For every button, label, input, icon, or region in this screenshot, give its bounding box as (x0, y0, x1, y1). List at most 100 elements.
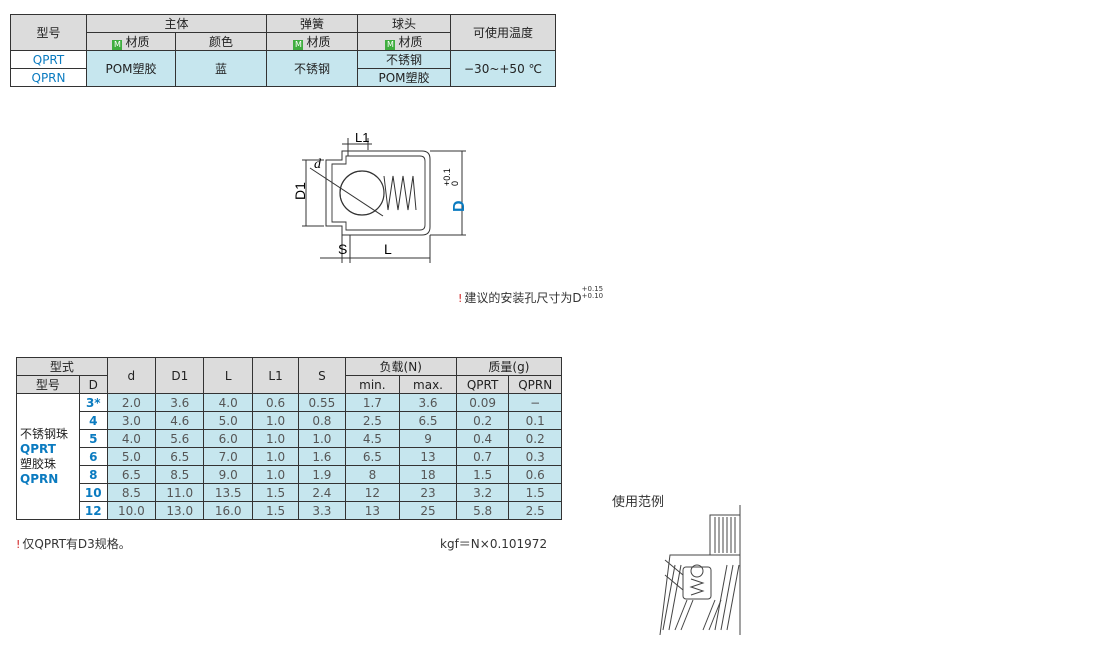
cell-l1: 0.6 (251, 393, 300, 412)
cell-l: 7.0 (203, 447, 253, 466)
dimension-table: 型式 d D1 L L1 S 负载(N) 质量(g) 型号 D min. max… (16, 357, 563, 520)
header-temp: 可使用温度 (450, 14, 556, 51)
header-max: max. (399, 375, 457, 394)
d-leader (309, 167, 384, 217)
header-body-color: 颜色 (175, 32, 267, 51)
label-d-tol-top: +0.1 (442, 168, 452, 186)
material-m-icon: M (385, 40, 396, 50)
cell-l: 9.0 (203, 465, 253, 484)
cell-qprn: 0.6 (508, 465, 562, 484)
header-big-d: D (78, 375, 108, 394)
body-color-value: 蓝 (175, 50, 267, 87)
cell-qprn: 1.5 (508, 483, 562, 502)
cell-l: 4.0 (203, 393, 253, 412)
header-l1: L1 (251, 357, 300, 394)
cell-max: 3.6 (399, 393, 457, 412)
material-m-icon: M (293, 40, 304, 50)
row-d: 6 (78, 447, 108, 466)
table-row: 4 3.0 4.6 5.0 1.0 0.8 2.5 6.5 0.2 0.1 (17, 411, 562, 430)
table-row: 不锈钢珠 QPRT 塑胶珠 QPRN 3* 2.0 3.6 4.0 0.6 0.… (16, 393, 562, 520)
row-d: 12 (78, 501, 108, 520)
cell-qprn: 2.5 (508, 501, 562, 520)
qprn-label: QPRN (20, 471, 59, 486)
cell-d: 5.0 (106, 447, 157, 466)
ball-hidden-arc (339, 170, 363, 216)
cell-s: 3.3 (298, 501, 346, 520)
cell-qprn: 0.3 (508, 447, 562, 466)
cell-l: 5.0 (203, 411, 253, 430)
plunger-body (682, 566, 712, 600)
usage-label: 使用范例 (612, 495, 665, 510)
label-d-small: d (314, 157, 322, 172)
body-material-value: POM塑胶 (86, 50, 176, 87)
material-label: 材质 (125, 35, 150, 49)
table-row: 6 5.0 6.5 7.0 1.0 1.6 6.5 13 0.7 0.3 (17, 447, 562, 466)
install-tol-top: +0.15 (581, 285, 604, 293)
table-row: 10 8.5 11.0 13.5 1.5 2.4 12 23 3.2 1.5 (17, 483, 562, 502)
row-d: 5 (78, 429, 108, 448)
cell-d1: 3.6 (155, 393, 205, 412)
cell-max: 6.5 (399, 411, 457, 430)
install-note: !建议的安装孔尺寸为D+0.15+0.10 (458, 286, 603, 306)
cell-qprn: 0.1 (508, 411, 562, 430)
cell-d: 3.0 (106, 411, 157, 430)
header-ball: 球头 (357, 14, 451, 33)
cell-l: 13.5 (203, 483, 253, 502)
cell-qprn: − (508, 393, 562, 412)
footnote-text: 仅QPRT有D3规格。 (22, 537, 131, 551)
cell-d: 4.0 (106, 429, 157, 448)
row-d: 8 (78, 465, 108, 484)
ball-qprn-value: POM塑胶 (357, 68, 451, 87)
model-description: 不锈钢珠 QPRT 塑胶珠 QPRN (16, 393, 80, 520)
label-s: S (338, 241, 347, 257)
ball-plunger-diagram: L1 d D1 S L D +0.1 0 (292, 130, 468, 263)
header-mass-qprt: QPRT (455, 375, 510, 394)
table-row: 12 10.0 13.0 16.0 1.5 3.3 13 25 5.8 2.5 (17, 501, 562, 520)
cell-max: 9 (399, 429, 457, 448)
cell-qprt: 0.7 (455, 447, 510, 466)
label-d-big: D (451, 200, 468, 212)
material-label: 材质 (306, 35, 331, 49)
cell-d1: 4.6 (155, 411, 205, 430)
header-mass: 质量(g) (455, 357, 563, 376)
cell-d1: 6.5 (155, 447, 205, 466)
cell-d1: 13.0 (155, 501, 205, 520)
ball-qprt-value: 不锈钢 (357, 50, 451, 69)
plastic-ball-label: 塑胶珠 (20, 456, 57, 471)
cell-d1: 11.0 (155, 483, 205, 502)
cell-min: 13 (344, 501, 401, 520)
cell-s: 1.9 (298, 465, 346, 484)
table-row: 5 4.0 5.6 6.0 1.0 1.0 4.5 9 0.4 0.2 (17, 429, 562, 448)
cell-s: 1.6 (298, 447, 346, 466)
cell-s: 0.8 (298, 411, 346, 430)
cell-d1: 8.5 (155, 465, 205, 484)
cell-min: 2.5 (344, 411, 401, 430)
footnote: !仅QPRT有D3规格。 (16, 535, 131, 552)
cell-max: 25 (399, 501, 457, 520)
plunger-ball (690, 564, 704, 578)
plunger-spring (689, 578, 705, 596)
install-tol-bottom: +0.10 (581, 292, 604, 300)
cell-d: 6.5 (106, 465, 157, 484)
cell-max: 18 (399, 465, 457, 484)
cell-min: 12 (344, 483, 401, 502)
cell-max: 23 (399, 483, 457, 502)
cell-d: 8.5 (106, 483, 157, 502)
warning-icon: ! (16, 538, 21, 551)
cell-qprn: 0.2 (508, 429, 562, 448)
label-l1: L1 (355, 130, 369, 145)
header-model: 型号 (10, 14, 87, 51)
cell-l1: 1.5 (251, 501, 300, 520)
cell-min: 4.5 (344, 429, 401, 448)
row-d: 3* (78, 393, 108, 412)
cell-min: 1.7 (344, 393, 401, 412)
cell-qprt: 0.2 (455, 411, 510, 430)
warning-icon: ! (458, 292, 463, 305)
cell-l1: 1.0 (251, 465, 300, 484)
cell-max: 13 (399, 447, 457, 466)
cell-d1: 5.6 (155, 429, 205, 448)
row-d: 4 (78, 411, 108, 430)
